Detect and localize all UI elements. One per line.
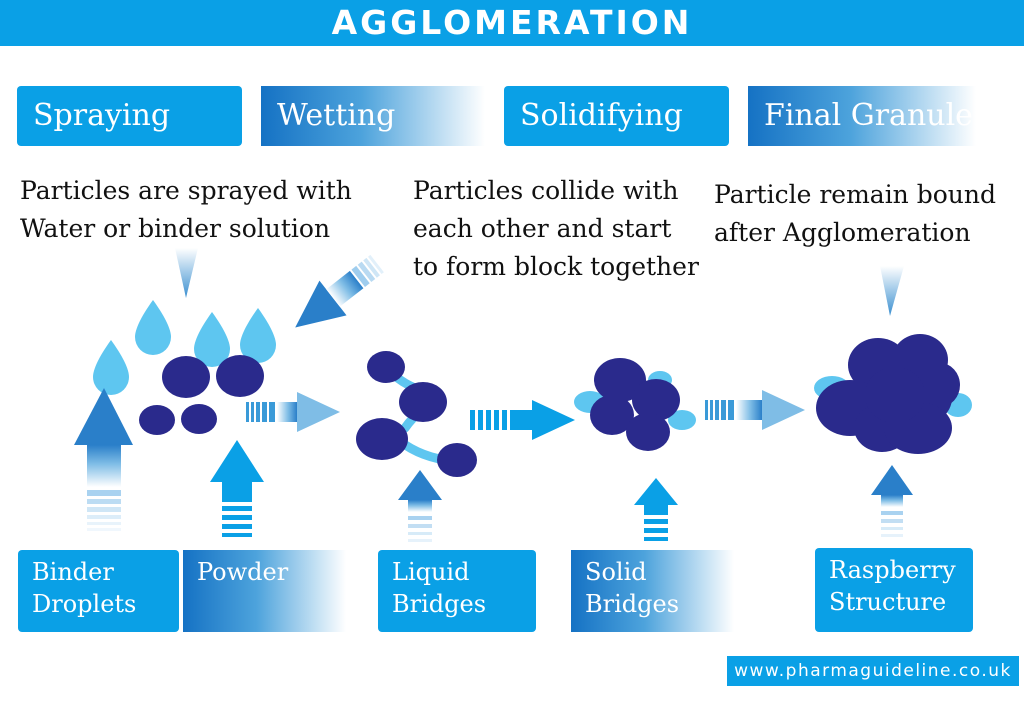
stage-solidifying: Solidifying [504,86,729,146]
particle [626,413,670,451]
powder-particles [139,355,264,435]
label-powder: Powder [183,550,346,632]
droplet [194,312,230,367]
droplet [240,308,276,363]
up-arrow-solid [634,478,678,541]
raspberry-cluster [814,334,972,454]
pointer-triangle [880,266,904,316]
right-arrow-2 [470,400,575,440]
particle [139,405,175,435]
droplet [135,300,171,355]
particle [181,404,217,434]
solid-bridges-cluster [574,358,696,451]
right-arrow-3 [705,390,805,430]
particle [162,356,210,398]
label-raspberry-structure: Raspberry Structure [815,548,973,632]
up-arrow-liquid [398,470,442,542]
label-binder-droplets: Binder Droplets [18,550,179,632]
stage-wetting: Wetting [261,86,485,146]
description-final: Particle remain bound after Agglomeratio… [714,180,996,247]
binder-droplets [93,300,276,395]
description-spraying: Particles are sprayed with Water or bind… [20,176,352,243]
stage-final-granule: Final Granule [748,86,976,146]
label-solid-bridges: Solid Bridges [571,550,734,632]
title-bar [0,0,1024,46]
up-arrow-binder [74,388,133,531]
particle [437,443,477,477]
description-wetting: Particles collide with each other and st… [413,176,699,281]
particle [216,355,264,397]
liquid-bridges-cluster [356,351,477,477]
website-url: www.pharmaguideline.co.uk [727,656,1019,686]
particle [356,418,408,460]
up-arrow-powder [210,440,264,537]
right-arrow-1 [246,392,340,432]
particle [590,395,634,435]
droplet [93,340,129,395]
label-liquid-bridges: Liquid Bridges [378,550,536,632]
particle [399,382,447,422]
pointer-triangle [175,248,198,298]
page-title: AGGLOMERATION [331,3,693,42]
diagonal-arrow [295,254,384,328]
particle [632,379,680,421]
particle [367,351,405,383]
particle [594,358,646,402]
up-arrow-raspberry [871,465,913,537]
stage-spraying: Spraying [17,86,242,146]
